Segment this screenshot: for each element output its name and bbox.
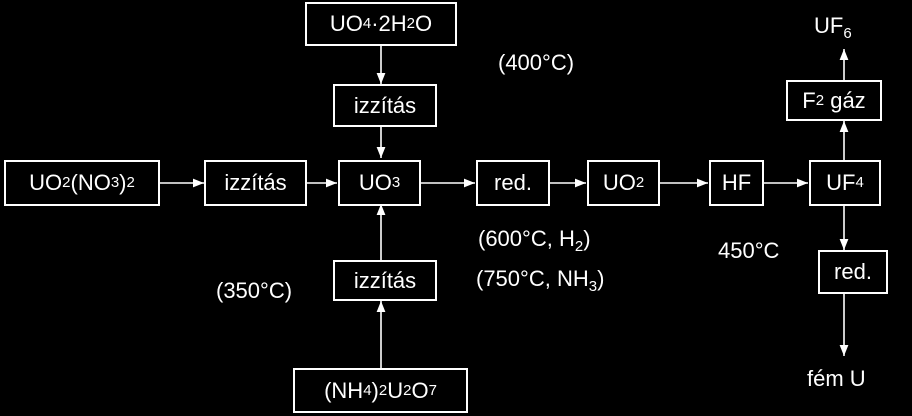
label-fem-u: fém U [807, 366, 866, 391]
node-hf: HF [709, 160, 764, 206]
node-red-1: red. [476, 160, 550, 206]
label-temp-450: 450°C [718, 238, 780, 263]
node-izzitas-left: izzítás [204, 160, 307, 206]
label-temp-350: (350°C) [216, 278, 293, 303]
label-uf6: UF6 [814, 13, 852, 42]
label-temp-750-nh3: (750°C, NH3) [476, 266, 605, 295]
label-temp-600-h2: (600°C, H2) [478, 226, 591, 255]
label-temp-400: (400°C) [498, 50, 575, 75]
node-red-2: red. [818, 250, 888, 294]
node-izzitas-bottom: izzítás [333, 260, 437, 301]
node-izzitas-top: izzítás [333, 84, 437, 127]
